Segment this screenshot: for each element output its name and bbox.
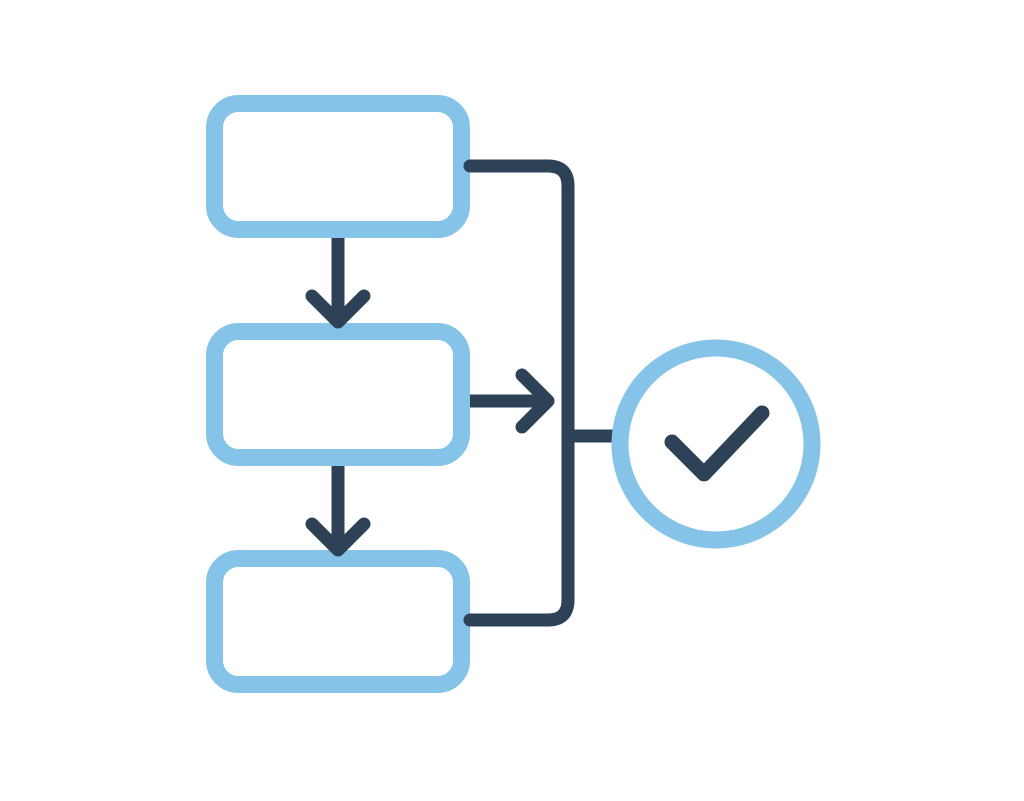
merge-connector [463,159,575,627]
down-arrow-1 [305,238,371,329]
down-arrow-2 [305,466,371,557]
step-box-1 [206,95,470,238]
right-arrow [470,368,555,434]
completion-badge [611,339,821,549]
step-box-2 [206,323,470,466]
check-icon [664,405,770,482]
step-box-3 [206,550,470,693]
